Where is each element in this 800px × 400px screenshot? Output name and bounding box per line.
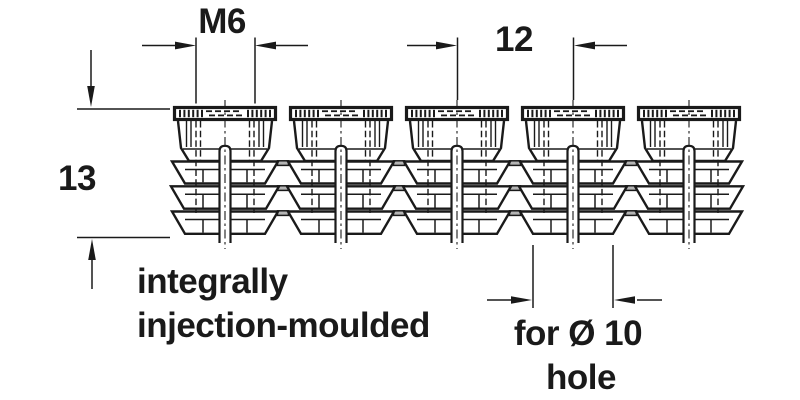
- threaded-insert-3: [401, 98, 513, 251]
- arrow-right-icon: [175, 41, 196, 50]
- arrow-left-icon: [255, 41, 276, 50]
- threaded-insert-5: [633, 98, 745, 251]
- dimension-spacing: [407, 37, 627, 100]
- arrow-down-icon: [87, 86, 95, 107]
- arrow-right-icon: [436, 41, 457, 50]
- label-hole-line2: hole: [546, 358, 616, 397]
- label-height: 13: [58, 159, 96, 198]
- arrow-up-icon: [88, 239, 96, 260]
- arrow-left-icon: [574, 41, 595, 50]
- label-hole-line1: for Ø 10: [514, 314, 642, 353]
- threaded-insert-4: [517, 98, 629, 251]
- dimension-hole: [487, 245, 662, 308]
- dimension-height: [77, 50, 170, 289]
- label-spacing: 12: [495, 20, 533, 59]
- label-note-line1: integrally: [137, 262, 289, 301]
- arrow-right-icon: [511, 296, 532, 304]
- arrow-left-icon: [614, 296, 635, 304]
- dimension-m6: [142, 37, 308, 104]
- threaded-insert-1: [169, 98, 281, 251]
- label-thread-size: M6: [198, 2, 246, 41]
- threaded-insert-2: [285, 98, 397, 251]
- label-note-line2: injection-moulded: [137, 306, 430, 345]
